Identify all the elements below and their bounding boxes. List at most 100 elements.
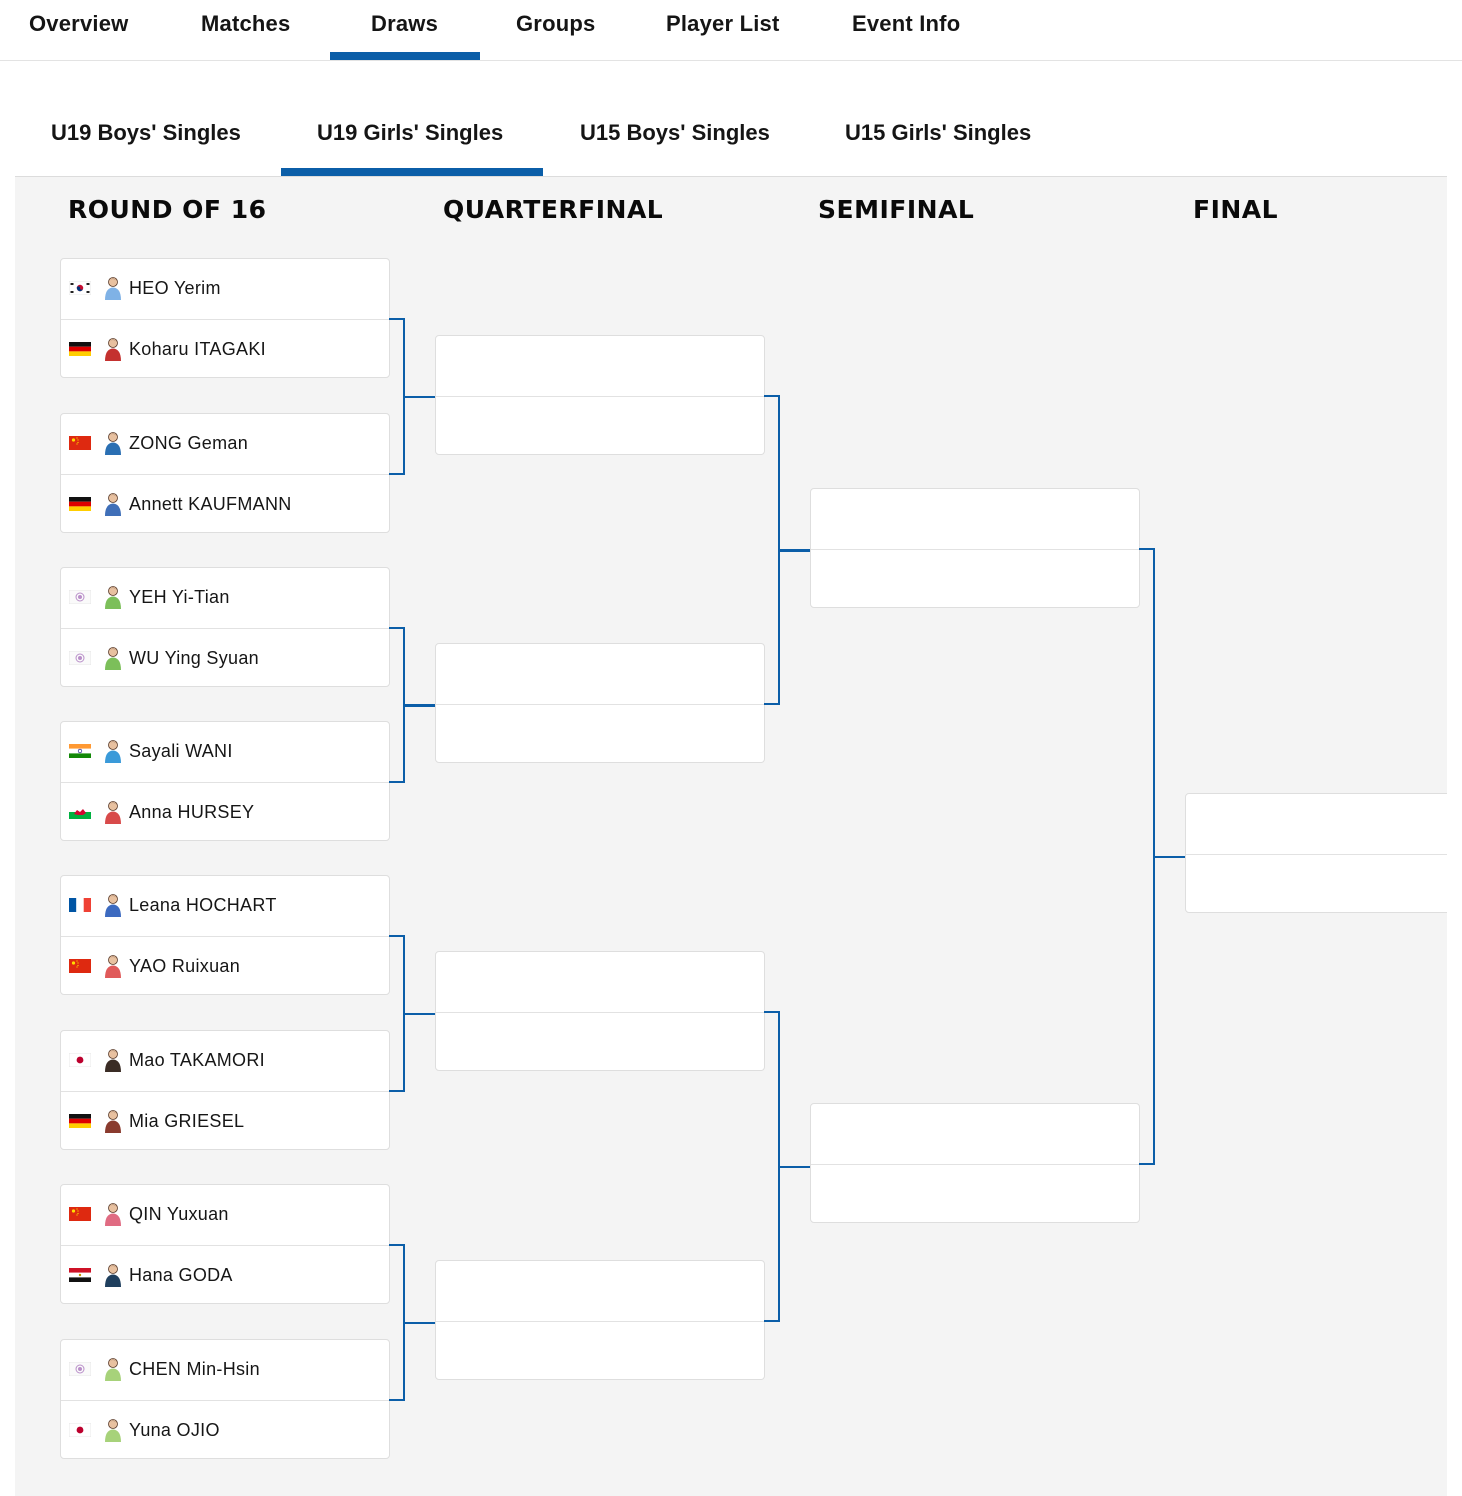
player-slot[interactable]: [436, 644, 764, 703]
player-name: ZONG Geman: [129, 433, 249, 453]
player-slot[interactable]: QIN Yuxuan: [61, 1185, 389, 1244]
player-slot[interactable]: [436, 1012, 764, 1072]
player-slot[interactable]: ZONG Geman: [61, 414, 389, 473]
tab-overview[interactable]: Overview: [29, 11, 129, 36]
player-slot[interactable]: [436, 396, 764, 456]
player-slot[interactable]: [436, 336, 764, 395]
active-tab-indicator: [330, 52, 480, 60]
player-avatar-icon: [103, 892, 123, 918]
player-slot[interactable]: [811, 489, 1139, 548]
bracket-connector-line: [403, 704, 436, 707]
player-slot[interactable]: Koharu ITAGAKI: [61, 319, 389, 379]
flag-chn-icon: [69, 1207, 91, 1221]
flag-fra-icon: [69, 898, 91, 912]
player-slot[interactable]: WU Ying Syuan: [61, 628, 389, 688]
player-slot[interactable]: [811, 1164, 1139, 1224]
tab-u19-boys-singles[interactable]: U19 Boys' Singles: [51, 120, 241, 145]
tab-u19-girls-singles[interactable]: U19 Girls' Singles: [317, 120, 504, 145]
player-avatar-icon: [103, 336, 123, 362]
flag-jpn-icon: [69, 1423, 91, 1437]
player-slot[interactable]: Annett KAUFMANN: [61, 474, 389, 534]
tab-matches[interactable]: Matches: [201, 11, 291, 36]
tab-u15-girls-singles[interactable]: U15 Girls' Singles: [845, 120, 1032, 145]
player-avatar-icon: [103, 953, 123, 979]
player-slot[interactable]: [1186, 854, 1447, 914]
round-title-final: FINAL: [1193, 195, 1279, 224]
tab-groups[interactable]: Groups: [516, 11, 596, 36]
match-r16[interactable]: Mao TAKAMORI Mia GRIESEL: [60, 1030, 390, 1150]
match-r16[interactable]: Leana HOCHART YAO Ruixuan: [60, 875, 390, 995]
player-name: Sayali WANI: [129, 741, 233, 761]
player-slot[interactable]: [436, 1261, 764, 1320]
bracket-connector-line: [403, 1321, 436, 1324]
flag-tpe-icon: [69, 1362, 91, 1376]
match-quarterfinal[interactable]: [435, 335, 765, 455]
player-slot[interactable]: Sayali WANI: [61, 722, 389, 781]
player-slot[interactable]: YAO Ruixuan: [61, 936, 389, 996]
flag-tpe-icon: [69, 651, 91, 665]
match-final[interactable]: [1185, 793, 1447, 913]
flag-chn-icon: [69, 959, 91, 973]
tab-u15-boys-singles[interactable]: U15 Boys' Singles: [580, 120, 770, 145]
player-avatar-icon: [103, 738, 123, 764]
player-slot[interactable]: [436, 1321, 764, 1381]
player-name: WU Ying Syuan: [129, 648, 259, 668]
tab-event-info[interactable]: Event Info: [852, 11, 961, 36]
player-slot[interactable]: [1186, 794, 1447, 853]
player-slot[interactable]: Hana GODA: [61, 1245, 389, 1305]
player-name: Anna HURSEY: [129, 802, 255, 822]
match-quarterfinal[interactable]: [435, 643, 765, 763]
player-avatar-icon: [103, 1262, 123, 1288]
player-slot[interactable]: [811, 1104, 1139, 1163]
player-slot[interactable]: [436, 704, 764, 764]
player-name: HEO Yerim: [129, 278, 221, 298]
player-name: Mao TAKAMORI: [129, 1050, 265, 1070]
match-r16[interactable]: Sayali WANI Anna HURSEY: [60, 721, 390, 841]
player-slot[interactable]: [811, 549, 1139, 609]
bracket-connector-line: [778, 1165, 811, 1168]
flag-kor-icon: [69, 281, 91, 295]
flag-jpn-icon: [69, 1053, 91, 1067]
round-title-semifinal: SEMIFINAL: [818, 195, 975, 224]
match-semifinal[interactable]: [810, 488, 1140, 608]
player-avatar-icon: [103, 1108, 123, 1134]
player-avatar-icon: [103, 799, 123, 825]
player-name: Yuna OJIO: [129, 1420, 220, 1440]
player-slot[interactable]: [436, 952, 764, 1011]
flag-ger-icon: [69, 1114, 91, 1128]
flag-ind-icon: [69, 744, 91, 758]
player-slot[interactable]: CHEN Min-Hsin: [61, 1340, 389, 1399]
player-slot[interactable]: YEH Yi-Tian: [61, 568, 389, 627]
player-avatar-icon: [103, 1201, 123, 1227]
player-avatar-icon: [103, 1047, 123, 1073]
player-slot[interactable]: Leana HOCHART: [61, 876, 389, 935]
player-name: Leana HOCHART: [129, 895, 277, 915]
match-semifinal[interactable]: [810, 1103, 1140, 1223]
player-name: YEH Yi-Tian: [129, 587, 230, 607]
player-avatar-icon: [103, 430, 123, 456]
flag-tpe-icon: [69, 590, 91, 604]
flag-wal-icon: [69, 805, 91, 819]
tab-draws[interactable]: Draws: [371, 11, 439, 36]
player-avatar-icon: [103, 584, 123, 610]
player-name: Annett KAUFMANN: [129, 494, 292, 514]
player-slot[interactable]: Mao TAKAMORI: [61, 1031, 389, 1090]
flag-ger-icon: [69, 497, 91, 511]
player-avatar-icon: [103, 275, 123, 301]
match-quarterfinal[interactable]: [435, 951, 765, 1071]
round-title-quarterfinal: QUARTERFINAL: [443, 195, 664, 224]
match-quarterfinal[interactable]: [435, 1260, 765, 1380]
match-r16[interactable]: YEH Yi-Tian WU Ying Syuan: [60, 567, 390, 687]
player-slot[interactable]: HEO Yerim: [61, 259, 389, 318]
player-avatar-icon: [103, 1356, 123, 1382]
tab-player-list[interactable]: Player List: [666, 11, 780, 36]
player-slot[interactable]: Anna HURSEY: [61, 782, 389, 842]
player-name: Mia GRIESEL: [129, 1111, 245, 1131]
player-slot[interactable]: Mia GRIESEL: [61, 1091, 389, 1151]
event-tabs: U19 Boys' Singles U19 Girls' Singles U15…: [15, 100, 1447, 177]
player-slot[interactable]: Yuna OJIO: [61, 1400, 389, 1460]
